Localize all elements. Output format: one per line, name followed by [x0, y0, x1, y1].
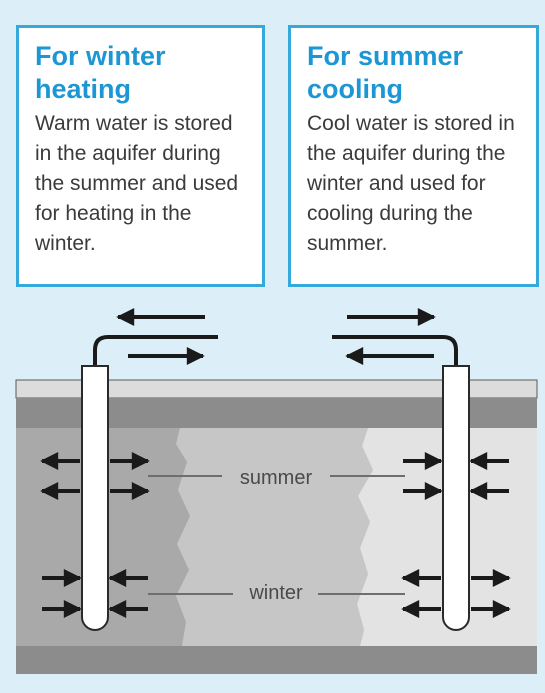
summer-cooling-description: Cool water is stored in the aquifer duri…	[307, 112, 515, 255]
summer-label: summer	[240, 467, 313, 489]
winter-heating-description: Warm water is stored in the aquifer duri…	[35, 112, 239, 255]
lower-confining-layer	[16, 646, 537, 674]
winter-heating-card: For winter heating Warm water is stored …	[16, 25, 265, 287]
cold-well	[442, 365, 470, 631]
winter-heating-title: For winter heating	[35, 41, 166, 104]
summer-cooling-card: For summer cooling Cool water is stored …	[288, 25, 539, 287]
left-pipe-connector	[93, 335, 218, 366]
summer-cooling-title: For summer cooling	[307, 41, 464, 104]
warm-well	[81, 365, 109, 631]
right-pipe-connector	[332, 335, 458, 366]
winter-label: winter	[248, 582, 303, 604]
middle-zone	[176, 428, 373, 646]
